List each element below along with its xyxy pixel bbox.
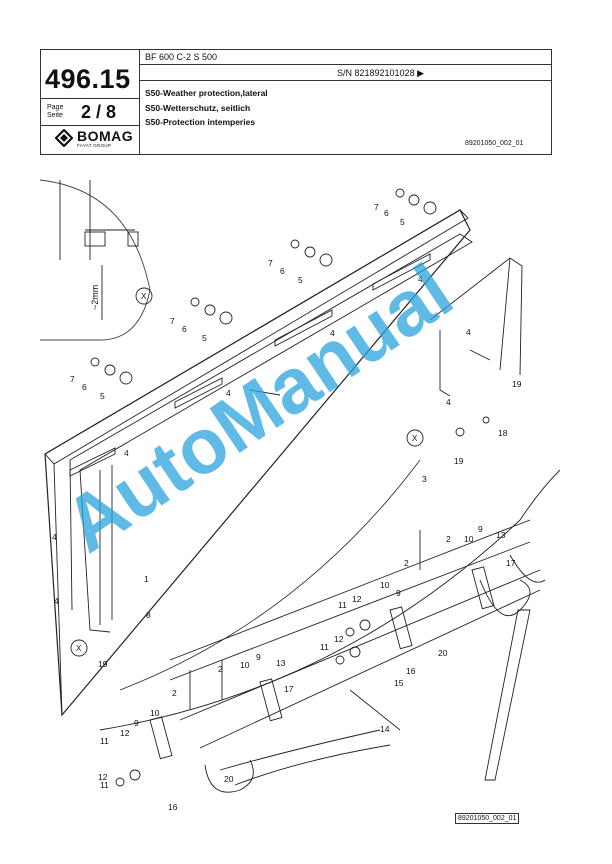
callout-5: 5 — [298, 275, 303, 285]
watermark-text: AutoManual — [48, 247, 467, 570]
callout-2: 2 — [218, 664, 223, 674]
callout-18: 18 — [498, 428, 508, 438]
callout-11: 11 — [100, 780, 109, 790]
title-block-rule — [41, 98, 139, 99]
section-titles: S50-Weather protection,lateral S50-Wette… — [145, 86, 268, 130]
callout-15: 15 — [394, 678, 404, 688]
callout-6: 6 — [280, 266, 285, 276]
page-label: Page Seite — [47, 104, 63, 120]
title-block-divider — [139, 50, 140, 154]
callout-2: 2 — [446, 534, 451, 544]
callout-6: 6 — [182, 324, 187, 334]
callout-11: 11 — [100, 736, 109, 746]
callout-9: 9 — [134, 718, 139, 728]
exploded-view-drawing: 7 6 5 7 6 5 7 6 5 7 6 5 4 4 4 4 4 4 4 4 … — [40, 179, 560, 810]
title-english: S50-Weather protection,lateral — [145, 88, 268, 98]
callout-20: 20 — [438, 648, 448, 658]
callout-13: 13 — [276, 658, 286, 668]
callout-10: 10 — [380, 580, 390, 590]
callout-12: 12 — [98, 772, 108, 782]
callout-4: 4 — [226, 388, 231, 398]
callout-19: 19 — [454, 456, 464, 466]
callout-6: 6 — [82, 382, 87, 392]
callout-4: 4 — [418, 274, 423, 284]
callout-7: 7 — [170, 316, 175, 326]
callout-12: 12 — [352, 594, 362, 604]
callout-5: 5 — [400, 217, 405, 227]
bomag-logo: BOMAG FAYAT GROUP — [55, 128, 135, 150]
callout-3: 3 — [422, 474, 427, 484]
detail-x-label: X — [76, 644, 82, 653]
serial-number: S/N 821892101028 ▶ — [337, 68, 424, 78]
callout-5: 5 — [202, 333, 207, 343]
callout-7: 7 — [268, 258, 273, 268]
callout-16: 16 — [406, 666, 416, 676]
callout-7: 7 — [70, 374, 75, 384]
page-indicator: 2 / 8 — [81, 102, 117, 122]
drawing-number: 89201050_002_01 — [465, 140, 524, 147]
title-german: S50-Wetterschutz, seitlich — [145, 102, 251, 113]
callout-7: 7 — [374, 202, 379, 212]
title-block-rule — [139, 80, 551, 81]
model-name: BF 600 C-2 S 500 — [145, 52, 218, 62]
callout-13: 13 — [496, 530, 506, 540]
callout-4: 4 — [446, 397, 451, 407]
logo-text: BOMAG — [77, 128, 134, 144]
callout-10: 10 — [464, 534, 474, 544]
callout-10: 10 — [240, 660, 250, 670]
callout-9: 9 — [256, 652, 261, 662]
dimension-label: ~2mm — [90, 285, 100, 310]
callout-17: 17 — [506, 558, 516, 568]
callout-12: 12 — [120, 728, 130, 738]
callout-4: 4 — [124, 448, 129, 458]
footer-drawing-number: 89201050_002_01 — [455, 813, 520, 824]
callout-4: 4 — [466, 327, 471, 337]
callout-19: 19 — [98, 659, 108, 669]
page-label-en: Page — [47, 104, 64, 111]
title-block-rule — [41, 125, 139, 126]
page-label-de: Seite — [47, 112, 63, 119]
callout-11: 11 — [338, 600, 347, 610]
callout-4: 4 — [330, 328, 335, 338]
callout-14: 14 — [380, 724, 390, 734]
callout-2: 2 — [172, 688, 177, 698]
callout-12: 12 — [334, 634, 344, 644]
callout-9: 9 — [396, 588, 401, 598]
bomag-logo-icon — [55, 129, 73, 147]
callout-20: 20 — [224, 774, 234, 784]
callout-16: 16 — [168, 802, 178, 810]
callout-19: 19 — [512, 379, 522, 389]
doc-number: 496.15 — [45, 64, 131, 94]
callout-4: 4 — [52, 532, 57, 542]
callout-4: 4 — [54, 596, 59, 606]
callout-9: 9 — [478, 524, 483, 534]
callout-10: 10 — [150, 708, 160, 718]
callout-17: 17 — [284, 684, 294, 694]
callout-1: 1 — [144, 574, 149, 584]
callout-8: 8 — [146, 610, 151, 620]
callout-11: 11 — [320, 642, 329, 652]
callout-5: 5 — [100, 391, 105, 401]
detail-x-label: X — [141, 292, 147, 301]
title-french: S50-Protection intemperies — [145, 117, 256, 127]
detail-x-label: X — [412, 434, 418, 443]
callout-2: 2 — [404, 558, 409, 568]
callout-6: 6 — [384, 208, 389, 218]
title-block: 496.15 Page Seite 2 / 8 BOMAG FAYAT GROU… — [40, 49, 552, 155]
logo-subtext: FAYAT GROUP — [77, 143, 112, 148]
title-block-rule — [139, 64, 551, 65]
